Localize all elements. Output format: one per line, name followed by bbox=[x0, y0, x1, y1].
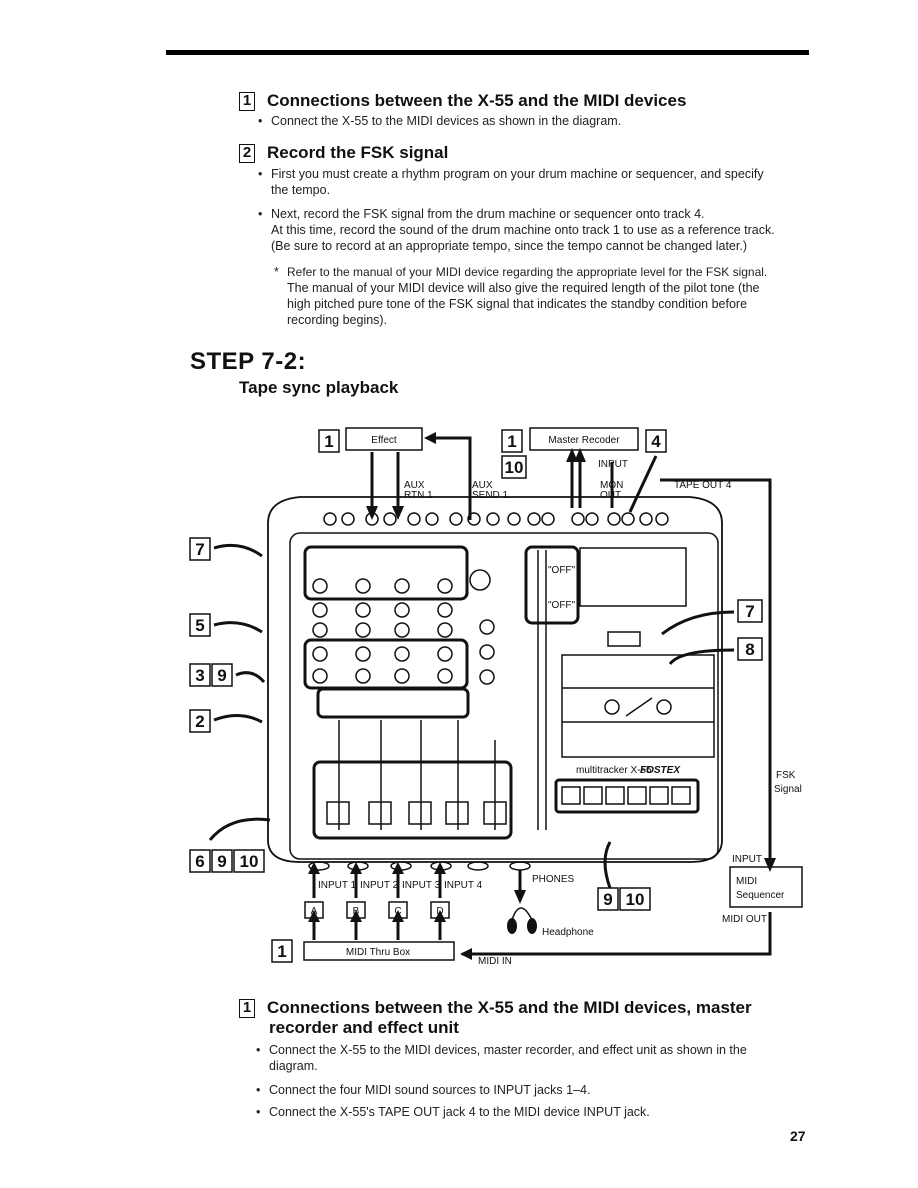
section2-number: 2 bbox=[239, 143, 255, 163]
input-top-label: INPUT bbox=[598, 459, 628, 470]
step-subtitle: Tape sync playback bbox=[239, 378, 399, 397]
signal-label: Signal bbox=[774, 784, 802, 795]
callout-10-top: 10 bbox=[505, 458, 524, 477]
box-a-label: A bbox=[311, 906, 318, 917]
section2-note-line1: Refer to the manual of your MIDI device … bbox=[287, 265, 768, 279]
callout-9-phones: 9 bbox=[603, 890, 612, 909]
section3-number: 1 bbox=[239, 998, 255, 1018]
section1-title: Connections between the X-55 and the MID… bbox=[267, 91, 687, 110]
section2-heading: 2 Record the FSK signal bbox=[239, 143, 448, 163]
aux-rtn-number: RTN 1 bbox=[404, 490, 433, 501]
callout-4: 4 bbox=[651, 432, 661, 451]
midi-out-label: MIDI OUT bbox=[722, 914, 767, 925]
callout-9-left: 9 bbox=[217, 666, 226, 685]
box-c-label: C bbox=[394, 906, 401, 917]
input-right-label: INPUT bbox=[732, 854, 762, 865]
top-rule bbox=[166, 50, 809, 55]
section2-bullet2-line1: Next, record the FSK signal from the dru… bbox=[258, 206, 705, 223]
section2-bullet1-line1: First you must create a rhythm program o… bbox=[258, 166, 764, 183]
callout-2: 2 bbox=[195, 712, 204, 731]
section3-bullet1-line2: diagram. bbox=[269, 1059, 318, 1073]
off-label-2: "OFF" bbox=[548, 600, 576, 611]
section2-title: Record the FSK signal bbox=[267, 143, 449, 162]
section1-bullet1: Connect the X-55 to the MIDI devices as … bbox=[258, 113, 621, 130]
note-asterisk: * bbox=[274, 265, 279, 279]
headphone-label: Headphone bbox=[542, 927, 594, 938]
step-title: STEP 7-2: bbox=[190, 348, 307, 375]
section3-bullet2: Connect the four MIDI sound sources to I… bbox=[256, 1082, 590, 1099]
callout-1-master: 1 bbox=[507, 432, 516, 451]
master-recorder-label: Master Recoder bbox=[548, 435, 620, 446]
section3-bullet1-line1: Connect the X-55 to the MIDI devices, ma… bbox=[256, 1042, 747, 1059]
callout-8: 8 bbox=[745, 640, 754, 659]
callout-5: 5 bbox=[195, 616, 204, 635]
box-b-label: B bbox=[353, 906, 360, 917]
callout-1-thru: 1 bbox=[277, 942, 286, 961]
brand-logo: FOSTEX bbox=[640, 765, 681, 776]
midi-thru-label: MIDI Thru Box bbox=[346, 947, 410, 958]
section1-heading: 1 Connections between the X-55 and the M… bbox=[239, 91, 686, 111]
input4-label: INPUT 4 bbox=[444, 880, 483, 891]
callout-3: 3 bbox=[195, 666, 204, 685]
tape-out-label: TAPE OUT 4 bbox=[674, 480, 732, 491]
mon-label: MON bbox=[600, 480, 623, 491]
callout-7-left: 7 bbox=[195, 540, 204, 559]
page-number: 27 bbox=[790, 1128, 806, 1144]
off-label-1: "OFF" bbox=[548, 565, 576, 576]
fsk-label: FSK bbox=[776, 770, 796, 781]
box-d-label: D bbox=[436, 906, 443, 917]
midi-in-label: MIDI IN bbox=[478, 956, 512, 967]
aux-rtn-label: AUX bbox=[404, 480, 425, 491]
section2-note-line3: high pitched pure tone of the FSK signal… bbox=[287, 297, 748, 311]
model-label: multitracker X-55 bbox=[576, 765, 652, 776]
input1-label: INPUT 1 bbox=[318, 880, 357, 891]
sequencer-label: Sequencer bbox=[736, 890, 785, 901]
input3-label: INPUT 3 bbox=[402, 880, 441, 891]
phones-label: PHONES bbox=[532, 874, 575, 885]
input2-label: INPUT 2 bbox=[360, 880, 399, 891]
callout-10-phones: 10 bbox=[626, 890, 645, 909]
section3-heading: 1 Connections between the X-55 and the M… bbox=[239, 998, 752, 1018]
section1-number: 1 bbox=[239, 91, 255, 111]
callout-10-bottom-left: 10 bbox=[240, 852, 259, 871]
section2-note-line2: The manual of your MIDI device will also… bbox=[287, 281, 760, 295]
callout-9-bottom-left: 9 bbox=[217, 852, 226, 871]
callout-1-effect: 1 bbox=[324, 432, 333, 451]
out-label: OUT bbox=[600, 490, 621, 501]
aux-send-label: AUX bbox=[472, 480, 493, 491]
effect-label: Effect bbox=[371, 435, 397, 446]
section2-bullet2-line3: (Be sure to record at an appropriate tem… bbox=[271, 239, 747, 253]
midi-label: MIDI bbox=[736, 876, 757, 887]
section2-note-line4: recording begins). bbox=[287, 313, 388, 327]
section2-bullet1-line2: the tempo. bbox=[271, 183, 331, 197]
callout-7-right: 7 bbox=[745, 602, 754, 621]
section3-bullet3: Connect the X-55's TAPE OUT jack 4 to th… bbox=[256, 1104, 650, 1121]
callout-6: 6 bbox=[195, 852, 204, 871]
section3-title-line1: Connections between the X-55 and the MID… bbox=[267, 998, 752, 1017]
section3-title-line2: recorder and effect unit bbox=[269, 1018, 459, 1037]
aux-send-number: SEND 1 bbox=[472, 490, 509, 501]
section2-bullet2-line2: At this time, record the sound of the dr… bbox=[271, 223, 775, 237]
